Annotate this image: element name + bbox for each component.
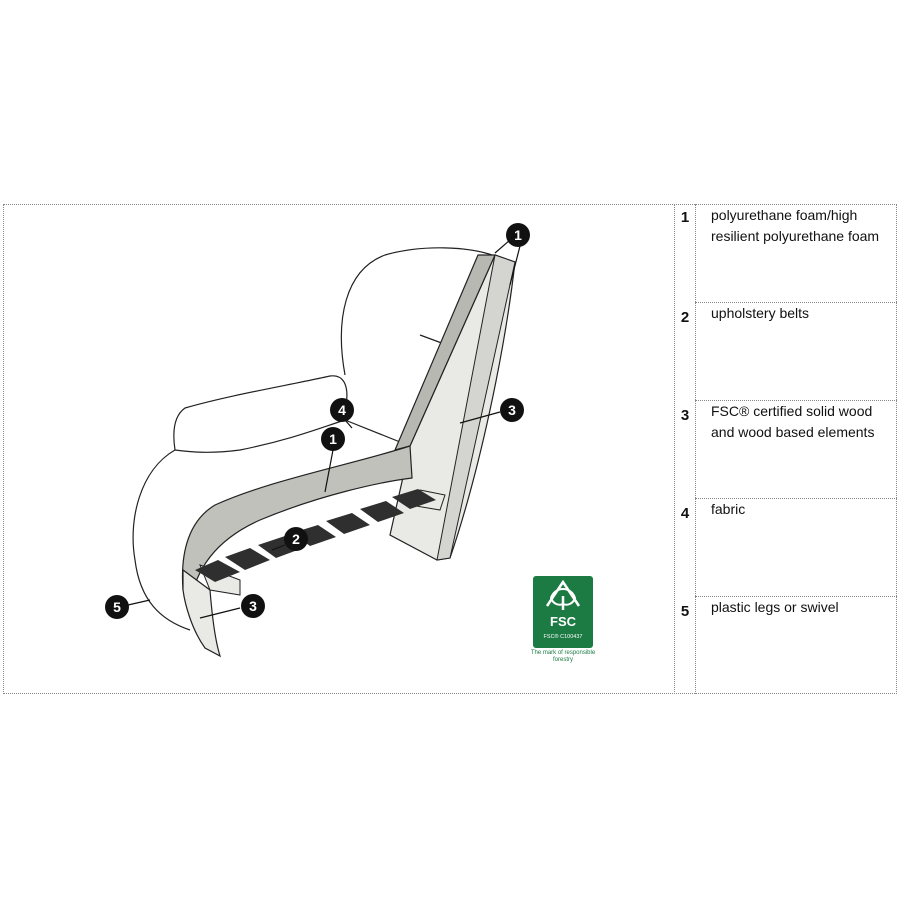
- legend-row-divider: [695, 498, 897, 499]
- legend-text: plastic legs or swivel: [711, 599, 839, 615]
- arm-cushion-outline: [173, 375, 348, 451]
- svg-text:1: 1: [329, 431, 337, 447]
- svg-text:2: 2: [292, 531, 300, 547]
- seat-outline: [174, 419, 346, 453]
- svg-text:4: 4: [338, 402, 346, 418]
- callout-5: 5: [105, 595, 129, 619]
- fsc-logo: FSC FSC® C100437: [533, 576, 593, 648]
- belt-strap: [360, 501, 404, 522]
- callout-3-front: 3: [241, 594, 265, 618]
- side-panel-outline: [132, 449, 191, 631]
- callout-markers: 1 1 2 3 3 4 5: [105, 223, 530, 619]
- fsc-caption: The mark of responsible forestry: [530, 650, 596, 663]
- svg-text:1: 1: [514, 227, 522, 243]
- belt-strap: [392, 489, 436, 509]
- legend-text: upholstery belts: [711, 305, 810, 321]
- legend-divider: [674, 204, 675, 694]
- legend-text: polyurethane foam/high resilient polyure…: [711, 207, 880, 244]
- fsc-logo-text: FSC: [550, 614, 576, 629]
- callout-4: 4: [330, 398, 354, 422]
- callout-leaders: [127, 239, 521, 619]
- leader-line: [127, 599, 151, 606]
- callout-1-seat: 1: [321, 427, 345, 451]
- leader-line: [509, 245, 521, 286]
- legend-number: 3: [680, 407, 690, 424]
- legend-number: 1: [680, 209, 690, 226]
- legend-row-divider: [695, 400, 897, 401]
- belt-strap: [225, 548, 270, 570]
- back-frame-side: [436, 254, 516, 561]
- belt-strap: [195, 560, 240, 582]
- legend-number: 2: [680, 309, 690, 326]
- leader-line: [494, 239, 511, 254]
- svg-text:3: 3: [249, 598, 257, 614]
- legend-text: FSC® certified solid wood and wood based…: [711, 403, 875, 440]
- svg-text:3: 3: [508, 402, 516, 418]
- front-wood-panel: [182, 568, 222, 658]
- callout-1-back: 1: [506, 223, 530, 247]
- belt-strap: [326, 513, 370, 534]
- legend-text: fabric: [711, 501, 746, 517]
- leader-line: [459, 411, 501, 424]
- leader-line: [324, 449, 334, 493]
- diagram-frame: [3, 204, 897, 694]
- fsc-license: FSC® C100437: [543, 634, 583, 640]
- leader-line: [344, 419, 353, 429]
- callout-2: 2: [284, 527, 308, 551]
- callout-3-back: 3: [500, 398, 524, 422]
- leader-line: [199, 607, 241, 619]
- legend-divider: [695, 204, 696, 694]
- legend-row-divider: [695, 596, 897, 597]
- legend-number: 5: [680, 603, 690, 620]
- back-cushion-outline: [340, 247, 501, 376]
- legend-number: 4: [680, 505, 690, 522]
- tree-check-icon: [545, 579, 581, 610]
- legend-row-divider: [695, 302, 897, 303]
- leader-line: [271, 544, 286, 551]
- svg-text:5: 5: [113, 599, 121, 615]
